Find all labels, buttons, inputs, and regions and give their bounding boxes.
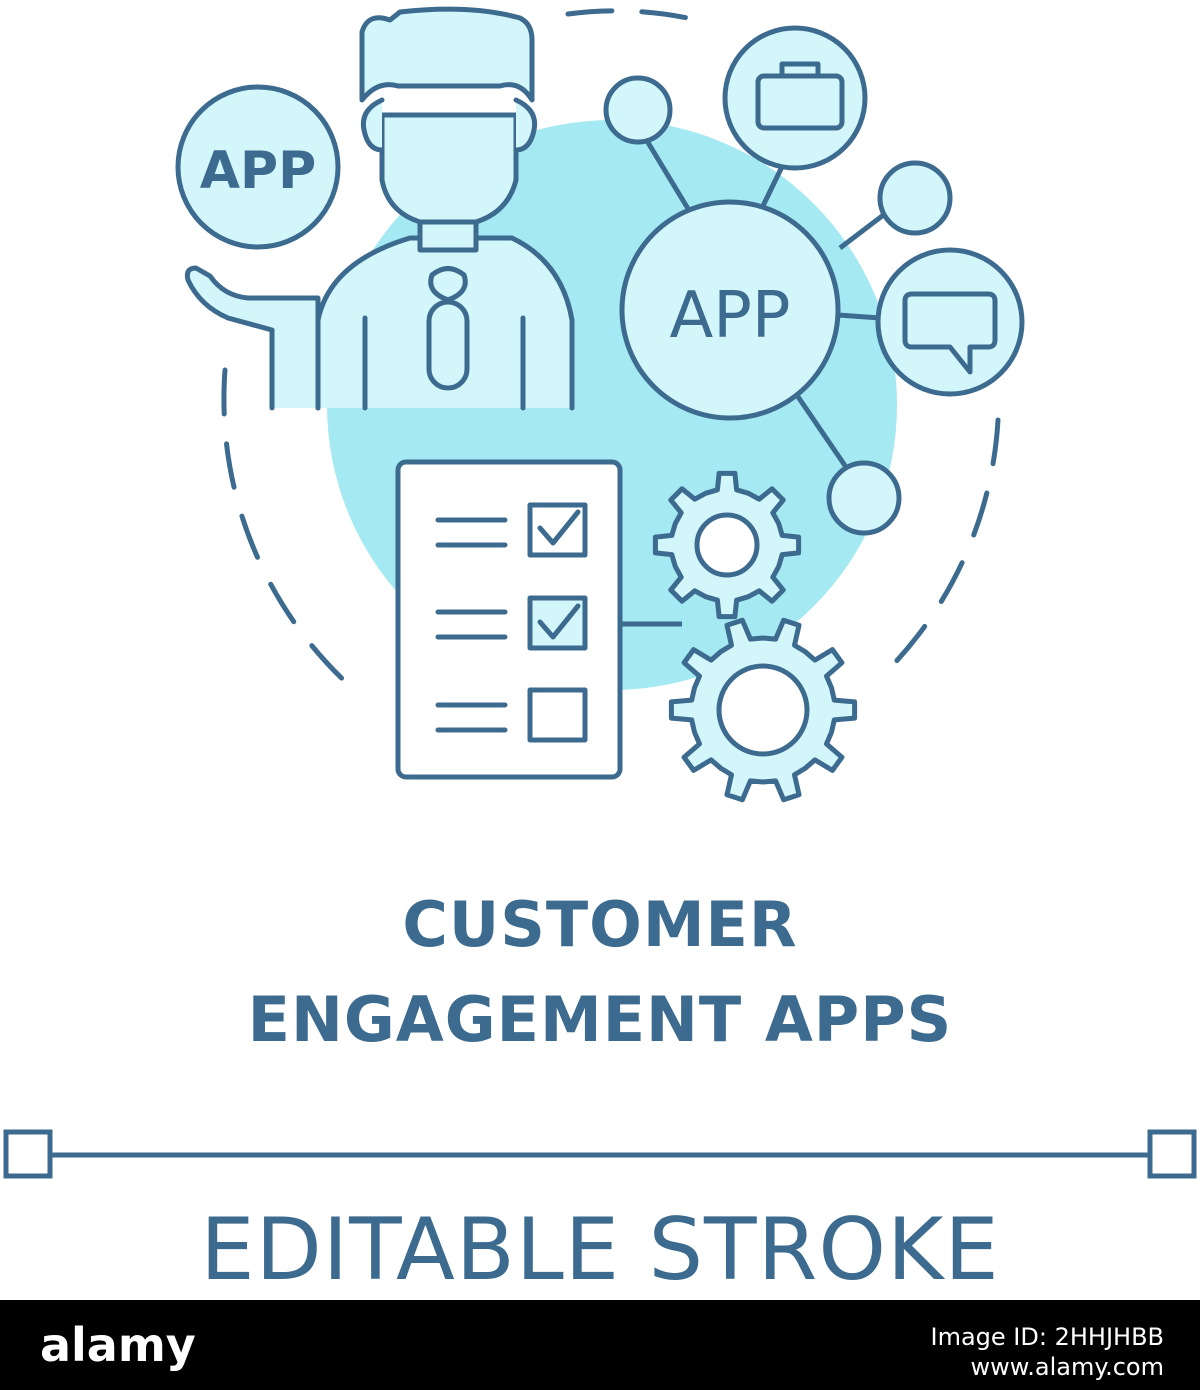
- alamy-logo: alamy: [40, 1318, 196, 1372]
- network-node-bottom: [826, 460, 902, 536]
- editable-stroke-ruler: [3, 1129, 1197, 1179]
- chat-bubble-icon: [902, 291, 998, 375]
- chat-bubble: [875, 247, 1025, 397]
- person-hair: [359, 6, 535, 103]
- site-url-text: www.alamy.com: [970, 1353, 1164, 1381]
- person-icon: [184, 6, 575, 411]
- center-app-label: APP: [670, 279, 791, 353]
- network-nodes: [603, 75, 953, 536]
- gears-icon: [652, 470, 858, 803]
- title-line-2: ENGAGEMENT APPS: [247, 983, 953, 1056]
- customer-engagement-illustration: APP APP: [175, 6, 1025, 803]
- person-hand: [184, 265, 321, 411]
- check-mark-2: [537, 603, 581, 640]
- center-app-bubble: APP: [619, 199, 841, 421]
- checklist-icon: [395, 459, 623, 780]
- watermark-reference: Image ID: 2HHJHBB www.alamy.com: [931, 1322, 1164, 1382]
- checkbox-3: [527, 687, 588, 743]
- left-app-label: APP: [200, 141, 316, 201]
- ruler-handle-right: [1147, 1129, 1197, 1179]
- check-mark-1: [537, 509, 581, 546]
- briefcase-icon: [755, 61, 845, 131]
- editable-stroke-label: EDITABLE STROKE: [200, 1200, 1000, 1300]
- briefcase-bubble: [722, 25, 868, 171]
- checkbox-1: [527, 502, 588, 558]
- ruler-handle-left: [3, 1129, 53, 1179]
- left-app-bubble: APP: [175, 84, 341, 250]
- person-head: [379, 112, 519, 225]
- watermark-bar: [0, 1300, 1200, 1390]
- checklist-board: [395, 459, 623, 780]
- image-id-text: Image ID: 2HHJHBB: [930, 1323, 1164, 1351]
- title-line-1: CUSTOMER: [402, 888, 798, 961]
- network-node-top: [603, 75, 673, 145]
- person-tie: [426, 266, 470, 391]
- network-node-right: [877, 160, 953, 236]
- dashed-circle: [221, 8, 1001, 698]
